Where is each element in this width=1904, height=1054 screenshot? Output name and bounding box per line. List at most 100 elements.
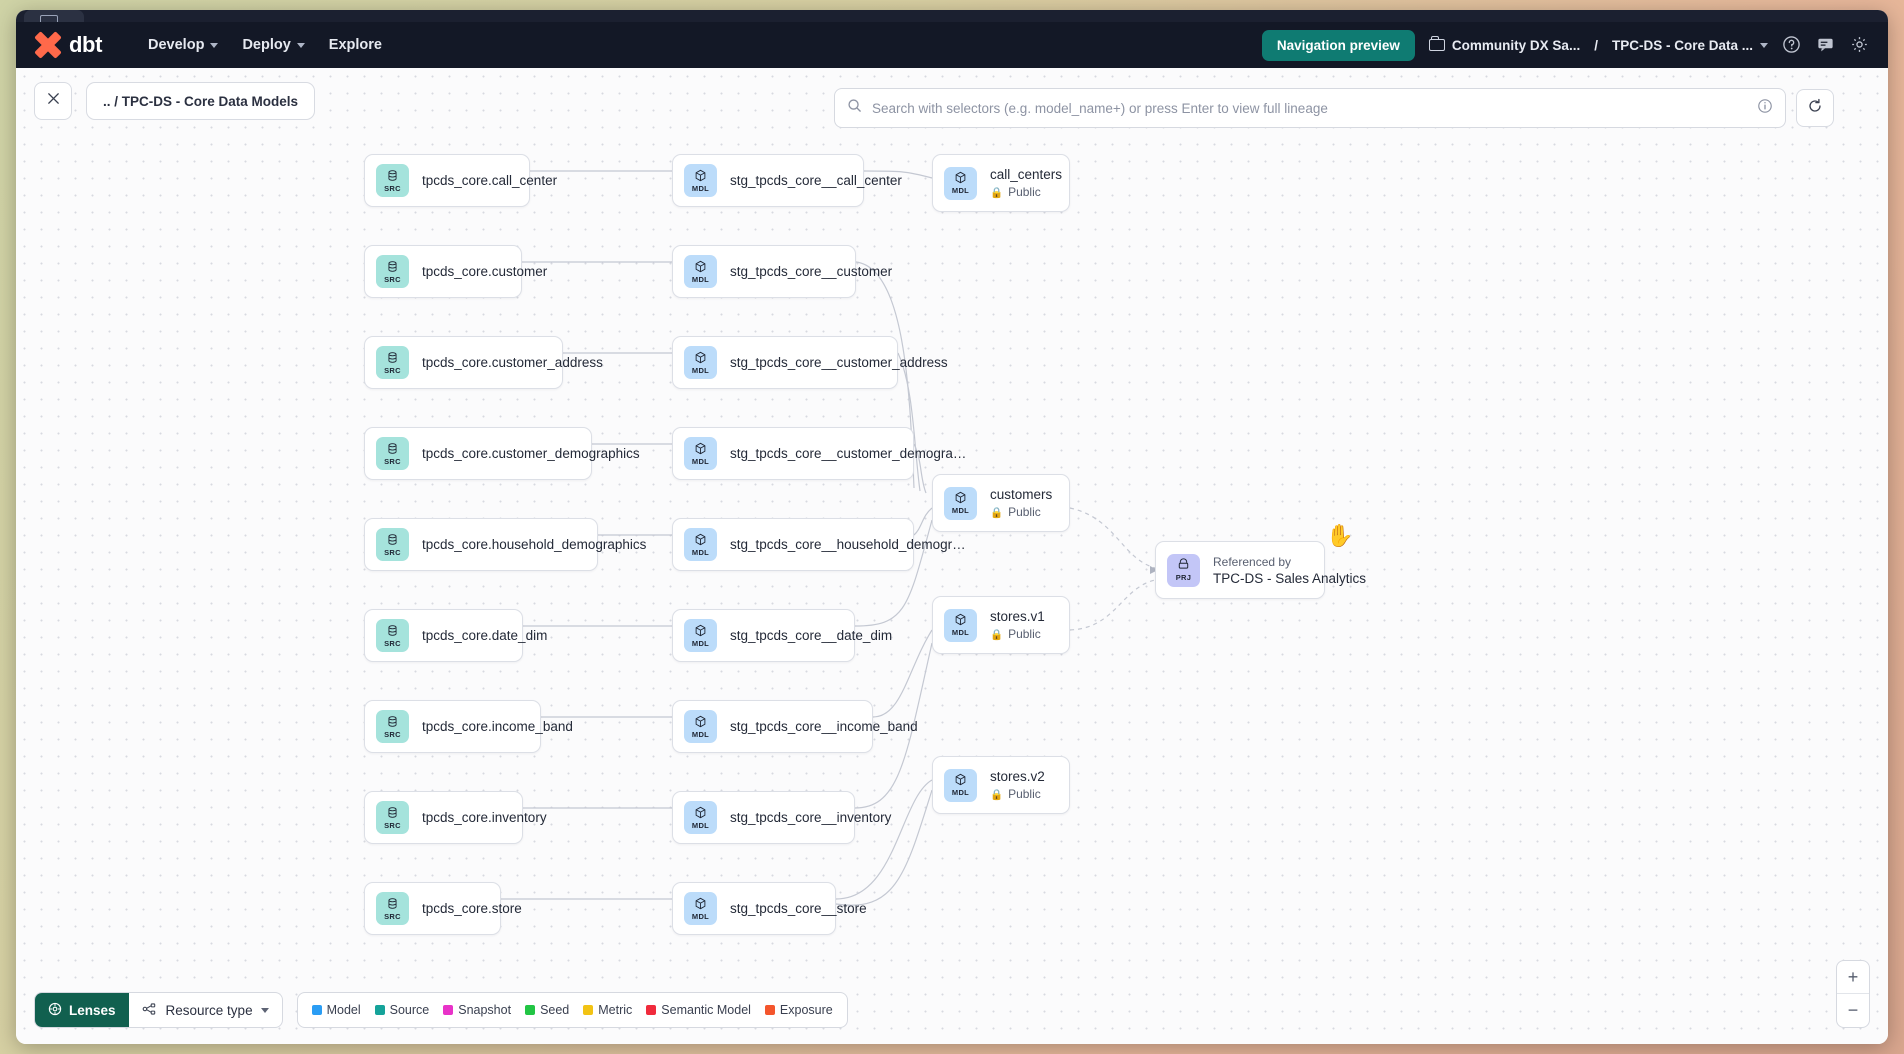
prj-badge-icon: PRJ	[1167, 553, 1200, 587]
lineage-node-label: stg_tpcds_core__call_center	[730, 173, 902, 188]
nodes-icon	[142, 1002, 158, 1019]
lock-icon: 🔒	[990, 506, 1004, 519]
src-badge-icon: SRC	[376, 710, 409, 743]
nav-deploy[interactable]: Deploy	[230, 31, 316, 59]
app-window: dbt Develop Deploy Explore Navigation pr…	[16, 10, 1888, 1044]
node-title: tpcds_core.income_band	[422, 719, 573, 734]
account-breadcrumb[interactable]: Community DX Sa...	[1428, 36, 1580, 53]
nav-develop[interactable]: Develop	[136, 31, 230, 59]
gear-icon[interactable]	[1850, 35, 1870, 55]
node-caption: Referenced by	[1213, 554, 1292, 569]
help-circle-icon[interactable]	[1782, 35, 1802, 55]
lineage-node-tpcds-core-income-band[interactable]: SRC tpcds_core.income_band	[364, 700, 573, 753]
legend-swatch	[764, 1005, 775, 1015]
search-input[interactable]	[872, 100, 1747, 116]
project-breadcrumb[interactable]: TPC-DS - Core Data ...	[1612, 38, 1768, 53]
lineage-node-label: stg_tpcds_core__inventory	[730, 810, 891, 825]
node-title: stg_tpcds_core__customer_address	[730, 355, 948, 370]
lenses-button[interactable]: Lenses	[35, 993, 129, 1027]
mdl-badge-icon: MDL	[944, 486, 977, 520]
node-title: stg_tpcds_core__date_dim	[730, 628, 893, 643]
dbt-logo[interactable]: dbt	[34, 32, 102, 58]
lineage-breadcrumb-chip[interactable]: .. / TPC-DS - Core Data Models	[86, 82, 316, 120]
resource-type-legend: Model Source Snapshot Seed Metric Semantic Mo…	[296, 992, 848, 1028]
legend-swatch	[443, 1005, 454, 1015]
bottom-toolbar: Lenses Resource type Model Source Snapshot…	[34, 992, 848, 1028]
legend-item-source[interactable]: Source	[374, 1003, 430, 1017]
browser-tabstrip	[16, 10, 1888, 32]
node-title: stg_tpcds_core__household_demogr…	[730, 537, 966, 552]
node-access: 🔒Public	[990, 627, 1041, 641]
mdl-badge-icon: MDL	[684, 801, 717, 834]
node-title: customers	[990, 487, 1053, 502]
info-icon[interactable]	[1757, 98, 1773, 119]
legend-label: Model	[326, 1003, 361, 1017]
refresh-button[interactable]	[1796, 89, 1834, 127]
legend-item-semantic-model[interactable]: Semantic Model	[646, 1003, 751, 1017]
node-title: tpcds_core.customer_address	[422, 355, 603, 370]
lenses-label: Lenses	[69, 1002, 116, 1018]
legend-item-metric[interactable]: Metric	[583, 1003, 632, 1017]
zoom-in-button[interactable]: +	[1837, 961, 1869, 994]
lock-icon: 🔒	[990, 186, 1004, 199]
refresh-icon	[1807, 98, 1823, 119]
legend-item-seed[interactable]: Seed	[525, 1003, 569, 1017]
node-title: tpcds_core.customer	[422, 264, 548, 279]
lineage-node-stg-tpcds-core-inventory[interactable]: MDL stg_tpcds_core__inventory	[672, 791, 891, 844]
zoom-out-button[interactable]: −	[1847, 1000, 1859, 1020]
resource-type-label: Resource type	[165, 1002, 253, 1018]
grab-hand-cursor: ✋	[1326, 523, 1354, 548]
nav-deploy-label: Deploy	[242, 37, 291, 53]
legend-item-snapshot[interactable]: Snapshot	[443, 1003, 511, 1017]
search-box[interactable]	[834, 88, 1786, 128]
lineage-node-stg-tpcds-core-customer[interactable]: MDL stg_tpcds_core__customer	[672, 245, 892, 298]
mdl-badge-icon: MDL	[684, 892, 717, 925]
mdl-badge-icon: MDL	[944, 768, 977, 802]
mdl-badge-icon: MDL	[684, 255, 717, 288]
chevron-down-icon	[296, 42, 305, 48]
legend-swatch	[374, 1005, 385, 1015]
lineage-toolbar: .. / TPC-DS - Core Data Models	[16, 68, 1888, 134]
legend-label: Source	[389, 1003, 430, 1017]
navigation-preview-badge[interactable]: Navigation preview	[1261, 29, 1415, 61]
mdl-badge-icon: MDL	[684, 437, 717, 470]
nav-explore[interactable]: Explore	[317, 31, 394, 59]
resource-type-dropdown[interactable]: Resource type	[129, 993, 282, 1027]
mdl-badge-icon: MDL	[684, 710, 717, 743]
zoom-controls: + −	[1836, 960, 1870, 1028]
legend-item-model[interactable]: Model	[311, 1003, 361, 1017]
feedback-icon[interactable]	[1816, 35, 1836, 55]
chevron-down-icon	[260, 1007, 269, 1013]
legend-item-exposure[interactable]: Exposure	[764, 1003, 833, 1017]
top-navigation: dbt Develop Deploy Explore Navigation pr…	[16, 22, 1888, 68]
lineage-node-label: tpcds_core.inventory	[422, 810, 547, 825]
close-button[interactable]	[34, 82, 72, 120]
legend-swatch	[646, 1005, 657, 1015]
lineage-node-label: tpcds_core.income_band	[422, 719, 573, 734]
lenses-group: Lenses Resource type	[34, 992, 283, 1028]
lineage-node-label: stg_tpcds_core__customer	[730, 264, 892, 279]
node-access: 🔒Public	[990, 787, 1041, 801]
